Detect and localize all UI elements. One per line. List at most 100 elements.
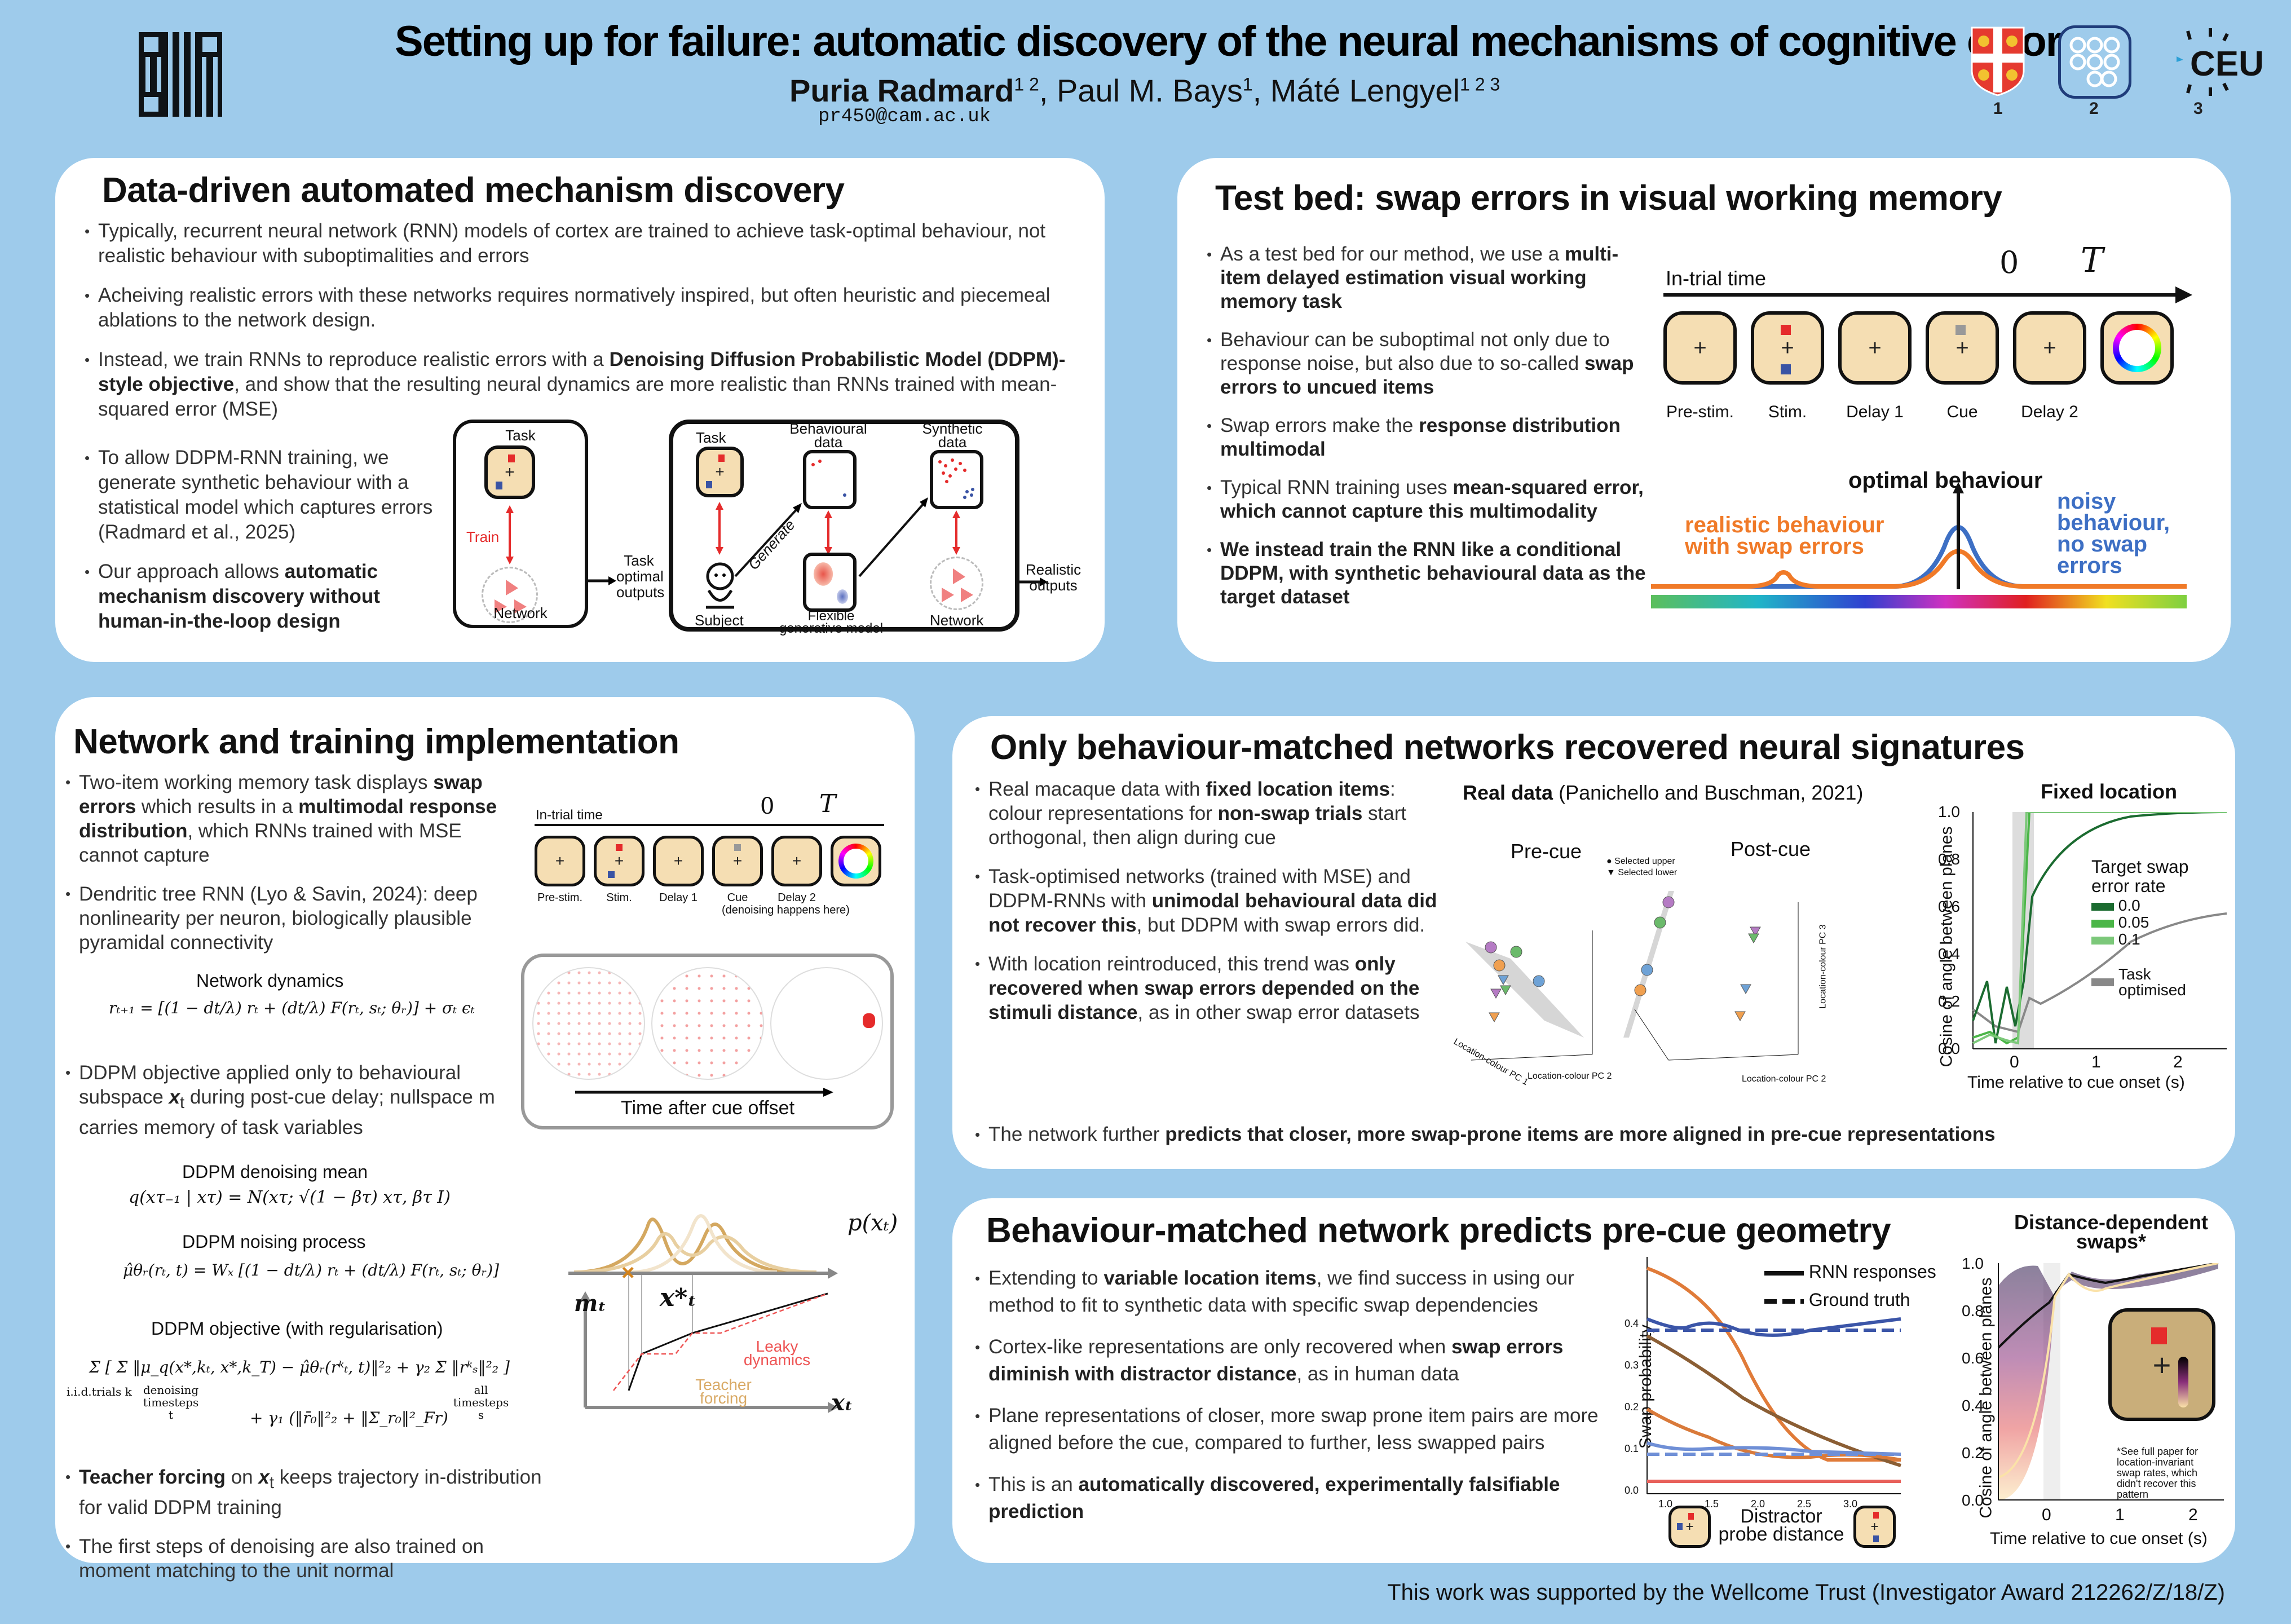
panel-title: Test bed: swap errors in visual working … bbox=[1215, 179, 2002, 218]
text-segment: Our approach allows bbox=[98, 561, 285, 582]
text-segment: As a test bed for our method, we use a bbox=[1220, 243, 1565, 265]
panel-mechanism-discovery: Data-driven automated mechanism discover… bbox=[55, 158, 1105, 662]
label-realistic-behaviour: realistic behaviour with swap errors bbox=[1685, 513, 1884, 559]
data-point bbox=[1489, 1012, 1500, 1023]
panel-test-bed: Test bed: swap errors in visual working … bbox=[1177, 158, 2231, 662]
precue-plane bbox=[1465, 942, 1584, 1038]
series-0.1 bbox=[1972, 812, 2227, 1045]
label-p-xt: p(xₜ) bbox=[847, 1210, 898, 1236]
trial-stage-prestim: + bbox=[535, 836, 585, 886]
bullet-item: DDPM objective applied only to behaviour… bbox=[65, 1061, 511, 1140]
pca-3d-plots bbox=[1465, 891, 1799, 1061]
data-point bbox=[1493, 959, 1506, 972]
legend-label: Task optimised bbox=[2118, 965, 2186, 999]
text-segment: t bbox=[180, 1094, 185, 1112]
trial-stage-prestim: + bbox=[1663, 311, 1737, 385]
y-tick: 0.2 bbox=[1962, 1444, 1984, 1462]
data-point bbox=[1490, 988, 1502, 999]
data-point bbox=[1734, 1011, 1746, 1022]
panel-title: Network and training implementation bbox=[73, 722, 679, 761]
timeline-zero: 0 bbox=[760, 793, 775, 819]
label-x-star: x*ₜ bbox=[660, 1283, 697, 1312]
contact-email[interactable]: pr450@cam.ac.uk bbox=[818, 106, 991, 127]
x-tick: 2 bbox=[2188, 1506, 2198, 1524]
bullet-list: DDPM objective applied only to behaviour… bbox=[65, 1061, 511, 1154]
bullet-list: Real macaque data with fixed location it… bbox=[975, 777, 1443, 1039]
monkey-icon bbox=[695, 559, 745, 610]
separator: , bbox=[1252, 73, 1270, 108]
qr-code[interactable] bbox=[139, 32, 222, 117]
logo-label: 3 bbox=[2193, 99, 2203, 118]
bullet-list: To allow DDPM-RNN training, we generate … bbox=[85, 445, 451, 648]
panel-title: Behaviour-matched network predicts pre-c… bbox=[986, 1211, 1891, 1250]
text-segment: Teacher forcing bbox=[79, 1466, 226, 1488]
text-segment: which results in a bbox=[136, 796, 299, 818]
bullet-list: Typically, recurrent neural network (RNN… bbox=[85, 219, 1077, 436]
text-segment: Typically, recurrent neural network (RNN… bbox=[98, 220, 1046, 267]
stage-label: Stim. bbox=[1768, 403, 1807, 421]
legend-selected-lower: ▼ Selected lower bbox=[1606, 868, 1678, 877]
equation-objective: Σ [ Σ ‖μ_q(x*,kₜ, x*,k_T) − μ̂θᵣ(rᵏₜ, t)… bbox=[89, 1358, 510, 1376]
label-network: Network bbox=[930, 612, 984, 629]
bullet-list: Two-item working memory task displays sw… bbox=[65, 770, 505, 969]
label-generative-model: Flexible generative model bbox=[779, 608, 884, 636]
bullet-item: Cortex-like representations are only rec… bbox=[975, 1334, 1618, 1388]
text-segment: swap errors diminish with distractor dis… bbox=[988, 1336, 1564, 1385]
text-segment: Dendritic tree RNN (Lyo & Savin, 2024): … bbox=[79, 883, 478, 954]
panel-title: Data-driven automated mechanism discover… bbox=[102, 171, 845, 210]
stage-label: Pre-stim. bbox=[537, 892, 582, 904]
denoising-step-plot bbox=[532, 967, 645, 1080]
text-segment: unimodal behavioural data did not recove… bbox=[988, 890, 1437, 936]
x-axis-label: Time relative to cue onset (s) bbox=[1967, 1073, 2185, 1092]
text-segment: swap errors to uncued items bbox=[1220, 352, 1634, 398]
ceu-logo: CEU bbox=[2165, 23, 2264, 102]
dist-plot-title: Distance-dependent swaps* bbox=[2014, 1211, 2209, 1253]
legend-label: 0.1 bbox=[2118, 930, 2140, 948]
sum-index-label: all timesteps s bbox=[453, 1383, 509, 1422]
text-segment: Instead, we train RNNs to reproduce real… bbox=[98, 348, 610, 370]
data-point bbox=[1510, 946, 1522, 958]
label-realistic-outputs: Realistic outputs bbox=[1025, 561, 1082, 594]
generative-model-plot bbox=[803, 553, 857, 612]
timeline-end: T bbox=[2081, 241, 2104, 280]
denoising-step-plot bbox=[651, 967, 764, 1080]
distance-dependent-plot bbox=[1997, 1263, 2224, 1501]
panel-neural-signatures: Only behaviour-matched networks recovere… bbox=[952, 716, 2235, 1169]
text-segment: The first steps of denoising are also tr… bbox=[79, 1535, 484, 1582]
bullet-list: As a test bed for our method, we use a m… bbox=[1207, 242, 1646, 624]
y-tick: 0.0 bbox=[1938, 1040, 1960, 1057]
sum-index-label: denoising timesteps t bbox=[143, 1383, 199, 1422]
logo-label: 2 bbox=[2089, 99, 2099, 118]
text-segment: fixed location items bbox=[1206, 778, 1390, 800]
bullet-item: To allow DDPM-RNN training, we generate … bbox=[85, 445, 451, 545]
diagram-ddpm-pipeline: Task + Behavioural data Synthetic data G… bbox=[669, 420, 1019, 636]
text-segment: , we find success in using our method to… bbox=[988, 1267, 1574, 1316]
bullet-item: Real macaque data with fixed location it… bbox=[975, 777, 1443, 850]
x-tick: 2 bbox=[2173, 1053, 2183, 1071]
legend-item: Ground truth bbox=[1764, 1291, 1910, 1309]
equation-heading: DDPM noising process bbox=[182, 1232, 366, 1252]
author-affiliation: 1 2 bbox=[1014, 74, 1039, 95]
bullet-item: Two-item working memory task displays sw… bbox=[65, 770, 505, 867]
text-segment: mean-squared error, which cannot capture… bbox=[1220, 476, 1644, 522]
text-segment: Real macaque data with bbox=[988, 778, 1206, 800]
trial-stage-response bbox=[831, 836, 881, 886]
data-point bbox=[1750, 926, 1761, 937]
text-segment: on bbox=[225, 1466, 259, 1488]
label-network: Network bbox=[493, 604, 548, 621]
x-tick: 3.0 bbox=[1843, 1498, 1858, 1510]
data-point bbox=[1498, 975, 1509, 986]
bullet-item: Typically, recurrent neural network (RNN… bbox=[85, 219, 1077, 268]
trial-stage-cue: + bbox=[712, 836, 763, 886]
legend-label: 0.0 bbox=[2118, 897, 2140, 914]
x-tick: 1 bbox=[2115, 1506, 2125, 1524]
response-distribution-plot bbox=[1651, 482, 2187, 608]
author-name: Paul M. Bays bbox=[1056, 73, 1243, 108]
colour-wheel-icon bbox=[2113, 324, 2161, 372]
sum-index-label: i.i.d.trials k bbox=[67, 1385, 132, 1398]
close-items-icon: + bbox=[1668, 1506, 1711, 1548]
x-tick: 0 bbox=[2042, 1506, 2051, 1524]
data-point bbox=[1634, 984, 1646, 996]
equation-denoising-mean: q(xτ₋₁ | xτ) = N(xτ; √(1 − βτ) xτ, βτ I) bbox=[129, 1188, 451, 1207]
text-segment: Behaviour can be suboptimal not only due… bbox=[1220, 329, 1610, 374]
